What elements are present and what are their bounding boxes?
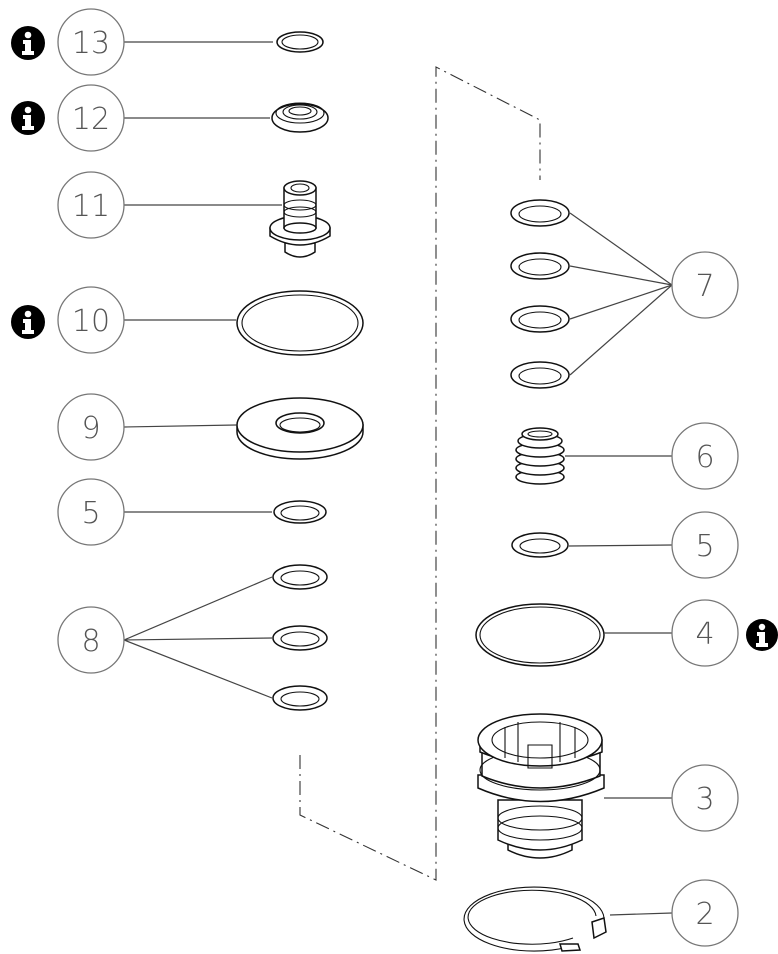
- leader-lines: [123, 41, 673, 916]
- part-12-seal: [271, 102, 329, 133]
- callout-6: 6: [671, 422, 739, 490]
- part-13-o-ring: [276, 31, 324, 53]
- callout-8: 8: [57, 606, 125, 674]
- callout-4: 4: [671, 599, 739, 667]
- callout-9: 9: [57, 393, 125, 461]
- callout-3: 3: [671, 764, 739, 832]
- info-icon[interactable]: [11, 26, 45, 60]
- part-7-rings: [510, 199, 570, 389]
- part-10-large-o-ring: [236, 290, 364, 356]
- svg-text:5: 5: [81, 496, 100, 531]
- svg-text:12: 12: [72, 102, 110, 137]
- info-icon[interactable]: [11, 305, 45, 339]
- svg-text:7: 7: [695, 269, 714, 304]
- part-6-spring: [515, 427, 565, 485]
- callout-12: 12: [57, 84, 125, 152]
- part-9-washer: [236, 397, 364, 460]
- svg-text:3: 3: [695, 782, 714, 817]
- part-11-valve-plug: [269, 180, 331, 258]
- svg-text:4: 4: [695, 617, 714, 652]
- callout-13: 13: [57, 8, 125, 76]
- part-5-ring-right: [511, 532, 569, 558]
- info-icon[interactable]: [746, 619, 778, 651]
- part-4-large-o-ring: [475, 603, 605, 667]
- callout-2: 2: [671, 879, 739, 947]
- part-5-ring-left: [273, 500, 327, 524]
- callout-5-left: 5: [57, 478, 125, 546]
- assembly-path-line: [299, 66, 541, 881]
- svg-text:9: 9: [81, 411, 100, 446]
- part-2-retaining-ring: [463, 886, 607, 952]
- callout-5-right: 5: [671, 511, 739, 579]
- svg-text:6: 6: [695, 440, 714, 475]
- info-icon[interactable]: [11, 101, 45, 135]
- svg-text:2: 2: [695, 897, 714, 932]
- callout-11: 11: [57, 171, 125, 239]
- svg-text:8: 8: [81, 624, 100, 659]
- part-3-valve-seat: [477, 713, 605, 859]
- svg-text:11: 11: [72, 189, 110, 224]
- part-8-rings: [272, 564, 328, 711]
- svg-text:10: 10: [72, 304, 110, 339]
- callout-10: 10: [57, 286, 125, 354]
- svg-text:13: 13: [72, 26, 110, 61]
- svg-text:5: 5: [695, 529, 714, 564]
- callout-7: 7: [671, 251, 739, 319]
